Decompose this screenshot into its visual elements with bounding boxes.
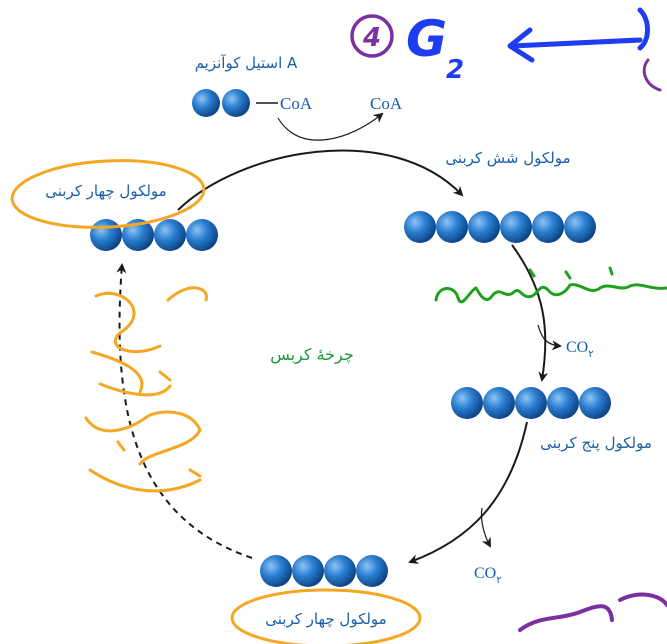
five-carbon-label: مولکول پنج کربنی [540,434,652,453]
krebs-cycle-label: چرخهٔ کربس [270,345,354,365]
four-carbon-top-label: مولکول چهار کربنی [45,182,166,200]
arrow-dashed-return [116,263,253,559]
handwritten-orange-scribble [84,286,208,493]
arrow-co2-release-2 [480,507,491,548]
acetyl-coa-beads [192,89,250,117]
handwritten-bottom-right [518,592,667,632]
arrow-five-to-four [408,421,528,564]
six-carbon-beads [404,211,596,243]
four-carbon-bottom-beads [260,555,388,587]
orange-circle-bottom [230,588,422,644]
coa-in-label: CoA [280,94,313,113]
arrow-coa-release [277,112,384,141]
six-carbon-label: مولکول شش کربنی [445,149,570,167]
cycle-arrows [116,112,562,564]
svg-text:4: 4 [362,23,381,53]
co2-label-2: CO۲ [474,565,502,586]
four-carbon-top-beads [90,219,218,251]
arrow-six-to-five [511,244,549,382]
co2-label-1: CO۲ [566,339,594,360]
handwritten-green-scribble [434,283,667,304]
arrow-four-to-six [177,149,464,211]
five-carbon-beads [451,387,611,419]
svg-text:2: 2 [446,55,464,85]
coa-out-label: CoA [370,94,403,113]
four-carbon-bottom-label: مولکول چهار کربنی [265,610,386,628]
arrow-co2-release-1 [537,324,562,351]
handwritten-g2-annotation: 4 G 2 [350,7,662,92]
svg-text:G: G [406,10,447,68]
acetyl-coa-label: استیل کوآنزیم A [195,54,298,72]
orange-circle-top [10,159,206,229]
